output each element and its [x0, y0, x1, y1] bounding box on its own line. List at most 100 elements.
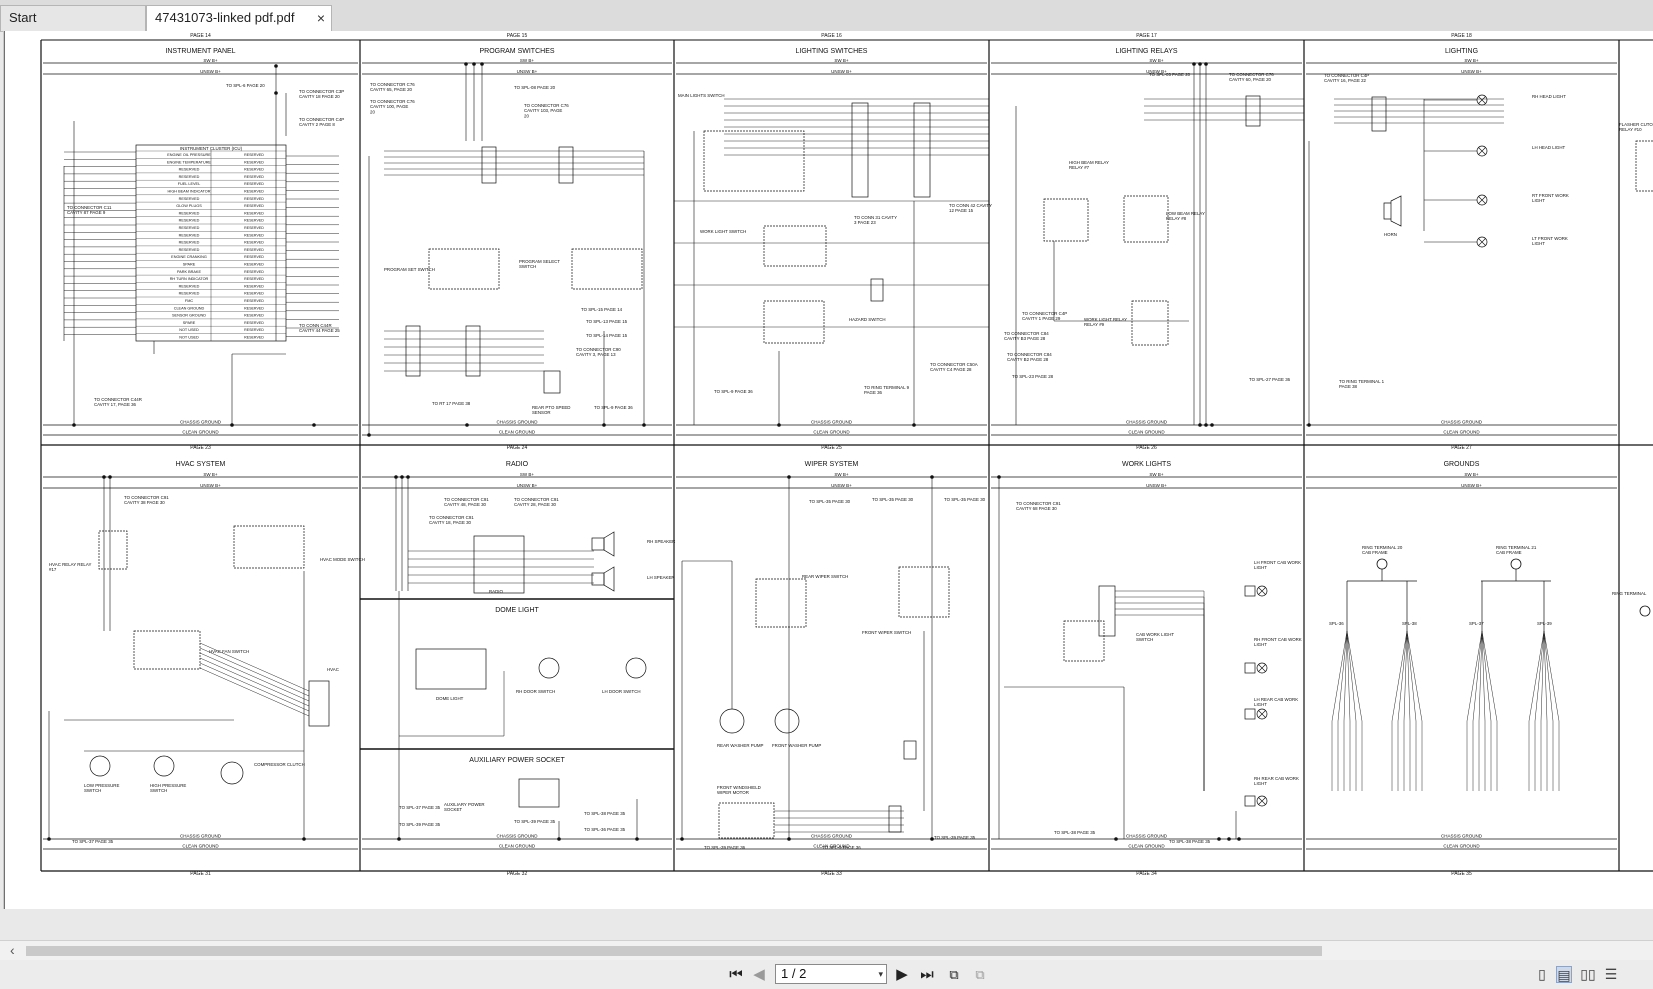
- last-page-button[interactable]: ⏭: [920, 966, 934, 983]
- callout-label: SPL-37: [1469, 621, 1484, 626]
- chevron-down-icon[interactable]: ▾: [878, 969, 883, 979]
- bus-label: CHASSIS GROUND: [1441, 420, 1483, 425]
- bus-label: UNSW B+: [517, 69, 538, 74]
- cluster-row-label: RESERVED: [244, 233, 264, 237]
- junction-dot: [912, 423, 916, 427]
- cluster-row-label: RESERVED: [244, 160, 264, 164]
- junction-dot: [1227, 837, 1231, 841]
- bus-label: CLEAN GROUND: [182, 430, 219, 435]
- section-title: LIGHTING: [1445, 48, 1478, 55]
- cluster-row-label: RESERVED: [244, 321, 264, 325]
- next-view-icon[interactable]: ⧉: [975, 967, 985, 982]
- callout-label: TO SPL-14 PAGE 15: [586, 333, 628, 338]
- program-select-switch: [571, 248, 643, 290]
- low-beam-relay: [1123, 195, 1169, 243]
- cluster-row-label: RESERVED: [179, 219, 200, 223]
- lamp-icon: [1478, 196, 1486, 204]
- cluster-row-label: GLOW PLUGS: [176, 204, 202, 208]
- callout-label: HAZARD SWITCH: [849, 317, 886, 322]
- lamp-icon: [1478, 96, 1486, 104]
- callout-label: TO SPL-37 PAGE 35: [399, 805, 441, 810]
- work-lamp-icon: [1256, 708, 1268, 720]
- close-icon[interactable]: ×: [316, 10, 325, 26]
- wire: [1337, 630, 1348, 722]
- scroll-left-icon[interactable]: ‹: [10, 942, 15, 958]
- compressor-clutch-icon: [220, 761, 244, 785]
- main-lights-switch: [703, 130, 805, 192]
- callout-label: WORK LIGHT SWITCH: [700, 229, 746, 234]
- page-header: PAGE 17: [1136, 33, 1157, 39]
- junction-dot: [72, 423, 76, 427]
- cluster-row-label: HIGH BEAM INDICATOR: [168, 190, 211, 194]
- previous-view-icon[interactable]: ⧉: [949, 967, 959, 982]
- two-page-continuous-view-icon[interactable]: ☰: [1604, 966, 1618, 982]
- section-title: INSTRUMENT PANEL: [165, 48, 235, 55]
- wire: [1391, 630, 1408, 722]
- cluster-row-label: PARK BRAKE: [177, 270, 201, 274]
- callout-label: TO SPL-35 PAGE 30: [872, 497, 914, 502]
- cluster-row-label: RESERVED: [179, 211, 200, 215]
- pressure-switch-icon: [153, 755, 175, 777]
- previous-page-button[interactable]: ◀: [753, 966, 765, 983]
- junction-dot: [635, 837, 639, 841]
- bus-label: UNSW B+: [1146, 483, 1167, 488]
- callout-label: RH HEAD LIGHT: [1532, 94, 1566, 99]
- cluster-row-label: RESERVED: [244, 277, 264, 281]
- cluster-row-label: RESERVED: [179, 284, 200, 288]
- wire: [1481, 630, 1486, 722]
- callout-label: TO SPL-35 PAGE 30: [809, 499, 851, 504]
- single-page-view-icon[interactable]: ▯: [1538, 966, 1546, 982]
- first-page-button[interactable]: ⏮: [729, 966, 743, 983]
- speaker-body: [591, 572, 605, 586]
- connector: [481, 146, 497, 184]
- callout-label: TO SPL-13 PAGE 15: [586, 319, 628, 324]
- two-page-view-icon[interactable]: ▯▯: [1580, 966, 1596, 982]
- continuous-view-icon[interactable]: ▤: [1556, 966, 1572, 983]
- callout-label: FRONT WIPER SWITCH: [862, 630, 911, 635]
- callout-label: HVAC FAN SWITCH: [209, 649, 249, 654]
- callout-label: SPL-36: [1329, 621, 1344, 626]
- callout-label: TO SPL-9 PAGE 36: [714, 389, 753, 394]
- scrollbar-thumb[interactable]: [26, 946, 1322, 956]
- door-switch-icon: [625, 657, 647, 679]
- wire: [1534, 630, 1545, 722]
- cluster-row-label: NOT USED: [179, 336, 199, 340]
- bus-label: SW B+: [520, 58, 535, 63]
- cluster-row-label: RESERVED: [244, 175, 264, 179]
- wire: [1346, 630, 1363, 722]
- page-footer: PAGE 35: [1451, 871, 1472, 877]
- page-navigation-bar: ⏮ ◀ 1 / 2▾ ▶ ⏭ ⧉ ⧉ ▯ ▤ ▯▯ ☰: [0, 960, 1653, 989]
- wire: [1543, 630, 1554, 722]
- wire: [1406, 630, 1423, 722]
- wire: [1481, 630, 1492, 722]
- wire: [199, 652, 310, 702]
- rear-wiper-switch: [755, 578, 807, 628]
- callout-label: PROGRAM SET SWITCH: [384, 267, 435, 272]
- bus-label: CLEAN GROUND: [813, 430, 850, 435]
- washer-pump-icon: [774, 708, 800, 734]
- cluster-row-label: RH TURN INDICATOR: [170, 277, 209, 281]
- lamp-connector: [1244, 795, 1256, 807]
- horizontal-scrollbar[interactable]: ‹: [0, 940, 1653, 961]
- next-page-button[interactable]: ▶: [896, 966, 908, 983]
- tab-document[interactable]: 47431073-linked pdf.pdf×: [146, 5, 332, 32]
- page-number-input[interactable]: 1 / 2▾: [775, 964, 887, 984]
- callout-label: FRONT WASHER PUMP: [772, 743, 821, 748]
- junction-dot: [1237, 837, 1241, 841]
- wire: [1472, 630, 1483, 722]
- tab-start[interactable]: Start: [0, 5, 146, 31]
- junction-dot: [557, 837, 561, 841]
- cluster-row-label: RESERVED: [179, 168, 200, 172]
- wire: [1406, 630, 1417, 722]
- cluster-row-label: RESERVED: [179, 241, 200, 245]
